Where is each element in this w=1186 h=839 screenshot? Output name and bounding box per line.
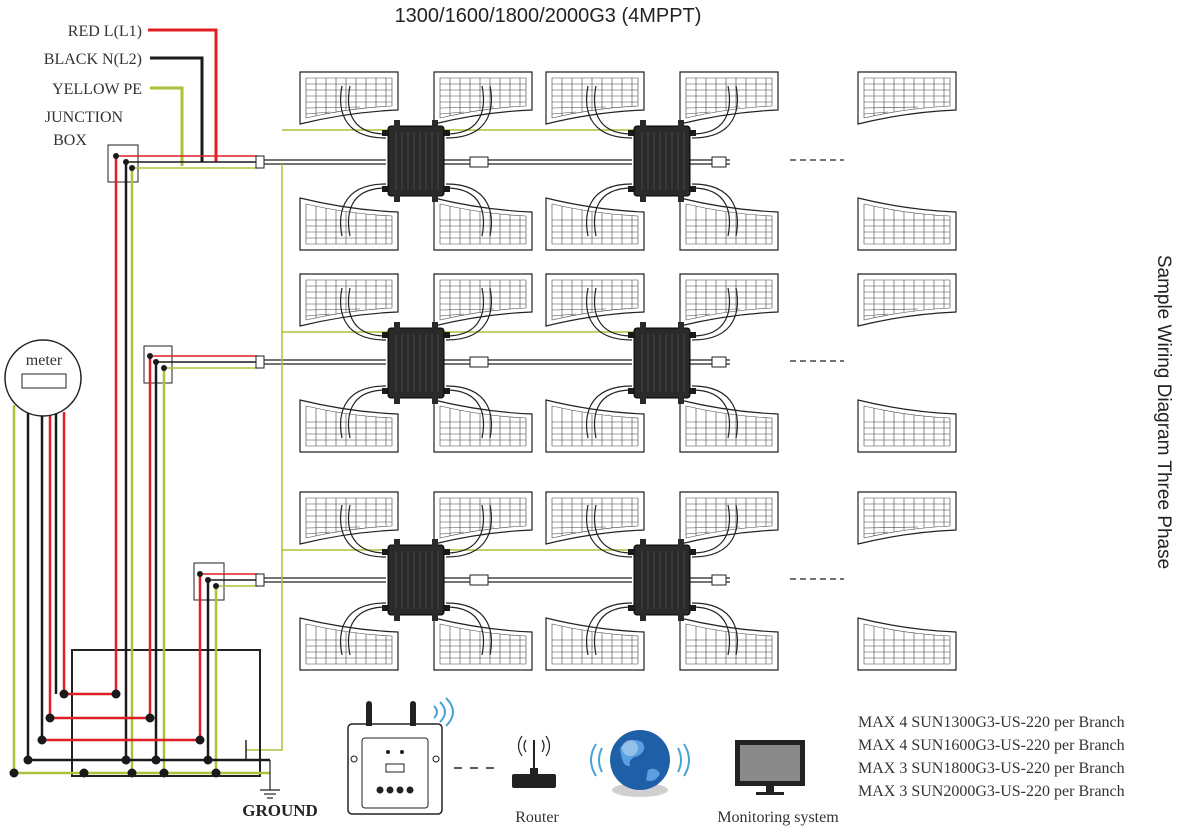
- solar-panel-icon: [857, 273, 957, 327]
- ground-icon: [260, 760, 280, 799]
- solar-panel-icon: [857, 491, 957, 545]
- branch-note: MAX 4 SUN1600G3-US-220 per Branch: [858, 737, 1125, 754]
- monitor-icon: [735, 740, 805, 795]
- wifi-icon: [433, 697, 454, 727]
- junction-box-label-2: BOX: [53, 132, 87, 149]
- branch-note: MAX 3 SUN1800G3-US-220 per Branch: [858, 760, 1125, 777]
- branch-note: MAX 3 SUN2000G3-US-220 per Branch: [858, 783, 1125, 800]
- inverter-icon: [627, 538, 697, 622]
- globe-icon: [610, 730, 670, 797]
- inverter-icon: [627, 119, 697, 203]
- feeder-wires: [12, 156, 270, 775]
- ground-label: GROUND: [242, 801, 318, 820]
- inverter-icon: [381, 119, 451, 203]
- continuation-dashes: [790, 159, 844, 580]
- branch-connectors: [255, 155, 265, 587]
- inverter-icon: [627, 321, 697, 405]
- meter-label: meter: [26, 352, 63, 369]
- legend-black-label: BLACK N(L2): [44, 51, 142, 68]
- branch-note: MAX 4 SUN1300G3-US-220 per Branch: [858, 714, 1125, 731]
- junction-dots: [9, 153, 221, 778]
- distribution-panel: [71, 649, 261, 777]
- legend-red-label: RED L(L1): [68, 23, 142, 40]
- pe-ground-lines: [245, 129, 636, 760]
- solar-panel-icon: [857, 197, 957, 251]
- router-icon: [512, 735, 556, 788]
- datalogger-icon: [347, 701, 443, 815]
- solar-panel-icon: [857, 399, 957, 453]
- microinverters: [340, 85, 738, 656]
- legend-wires: [148, 28, 218, 166]
- legend-yellow-label: YELLOW PE: [52, 81, 142, 98]
- wifi-icon: [590, 743, 690, 777]
- monitoring-label: Monitoring system: [717, 809, 839, 826]
- junction-box-label-1: JUNCTION: [45, 109, 124, 126]
- solar-panel-icon: [857, 617, 957, 671]
- inverter-icon: [381, 538, 451, 622]
- inverter-icon: [381, 321, 451, 405]
- diagram-title: 1300/1600/1800/2000G3 (4MPPT): [395, 5, 702, 27]
- branch-trunk-cables: [116, 155, 258, 587]
- side-title: Sample Wiring Diagram Three Phase: [1153, 255, 1174, 569]
- bus-connectors: [469, 156, 727, 586]
- solar-panel-icon: [857, 71, 957, 125]
- router-label: Router: [515, 809, 559, 826]
